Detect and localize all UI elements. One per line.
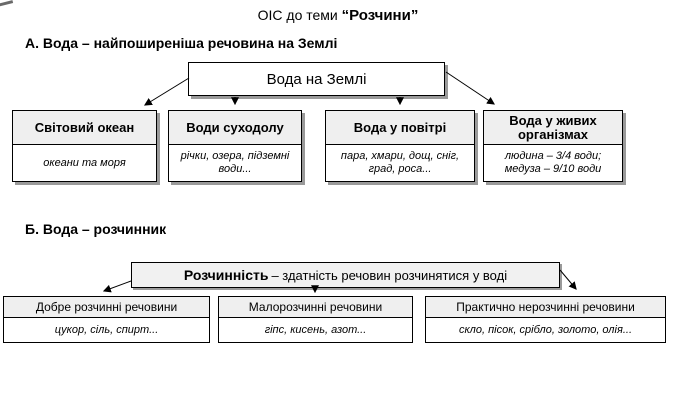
solubility-definition-text: – здатність речовин розчинятися у воді xyxy=(271,267,508,283)
corner-artifact-mark xyxy=(0,0,14,7)
node-world-ocean-title: Світовий океан xyxy=(13,111,156,145)
node-well-soluble: Добре розчинні речовини цукор, сіль, спи… xyxy=(3,296,210,343)
node-water-in-air-title: Вода у повітрі xyxy=(326,111,474,145)
section-a-heading: А. Вода – найпоширеніша речовина на Земл… xyxy=(25,35,338,51)
node-land-waters-examples: річки, озера, підземні води... xyxy=(180,150,290,175)
page-title-prefix: ОІС до теми xyxy=(257,7,342,23)
node-land-waters-title: Води суходолу xyxy=(169,111,301,145)
node-water-on-earth-label: Вода на Землі xyxy=(266,70,367,88)
node-land-waters: Води суходолу річки, озера, підземні вод… xyxy=(168,110,302,182)
solubility-term: Розчинність xyxy=(183,267,269,283)
node-water-in-organisms-examples: людина – 3/4 води; медуза – 9/10 води xyxy=(504,150,602,175)
node-world-ocean: Світовий океан океани та моря xyxy=(12,110,157,182)
node-practically-insoluble-title: Практично нерозчинні речовини xyxy=(426,297,665,318)
node-solubility-definition: Розчинність– здатність речовин розчиняти… xyxy=(131,262,560,288)
node-water-in-organisms: Вода у живих організмах людина – 3/4 вод… xyxy=(483,110,623,182)
node-water-on-earth: Вода на Землі xyxy=(188,62,445,96)
arrow-solubility-to-well-soluble xyxy=(102,280,132,293)
node-water-in-air-examples: пара, хмари, дощ, сніг, град, роса... xyxy=(340,150,460,175)
node-practically-insoluble: Практично нерозчинні речовини скло, пісо… xyxy=(425,296,666,343)
node-slightly-soluble-title: Малорозчинні речовини xyxy=(219,297,412,318)
section-b-heading: Б. Вода – розчинник xyxy=(25,221,167,237)
node-well-soluble-examples: цукор, сіль, спирт... xyxy=(54,323,159,336)
node-world-ocean-examples: океани та моря xyxy=(43,156,126,169)
arrow-earth-to-organisms xyxy=(445,71,495,105)
arrow-earth-to-ocean xyxy=(143,77,190,106)
node-practically-insoluble-examples: скло, пісок, срібло, золото, олія... xyxy=(458,323,632,336)
node-slightly-soluble: Малорозчинні речовини гіпс, кисень, азот… xyxy=(218,296,413,343)
node-slightly-soluble-examples: гіпс, кисень, азот... xyxy=(264,323,367,336)
node-water-in-air: Вода у повітрі пара, хмари, дощ, сніг, г… xyxy=(325,110,475,182)
page-title-topic: “Розчини” xyxy=(341,7,419,24)
node-water-in-organisms-title: Вода у живих організмах xyxy=(484,111,622,145)
node-well-soluble-title: Добре розчинні речовини xyxy=(4,297,209,318)
arrow-solubility-to-insoluble xyxy=(559,269,577,290)
page-title: ОІС до теми “Розчини” xyxy=(0,7,676,24)
